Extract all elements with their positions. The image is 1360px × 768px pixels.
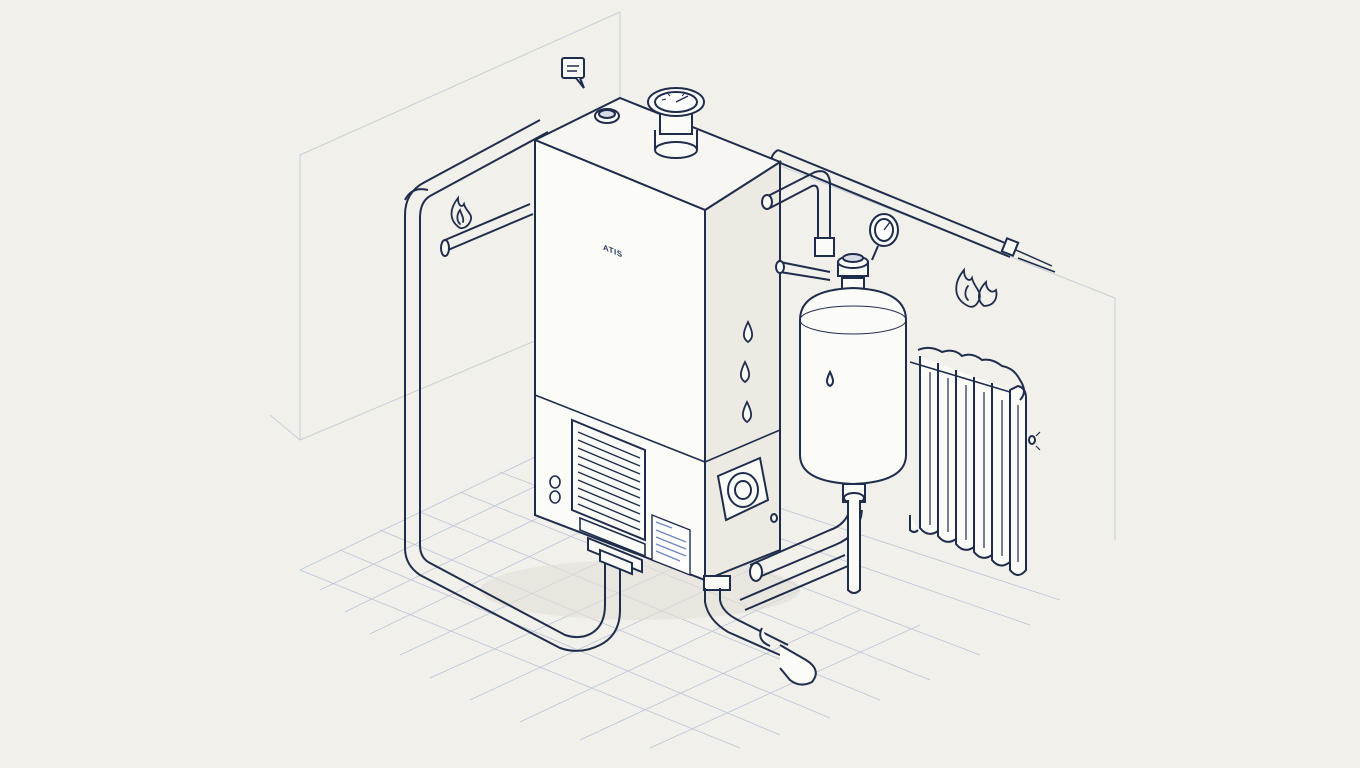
rating-plate	[651, 513, 691, 577]
pressure-gauge-icon	[869, 213, 899, 261]
flame-icon	[955, 267, 998, 308]
vent-grille	[571, 418, 646, 542]
top-vent-cap	[594, 108, 620, 124]
left-gas-branch	[440, 203, 534, 257]
boiler-lower-panel	[534, 394, 781, 463]
bottom-slot	[579, 516, 646, 558]
wall-pipe-right	[770, 149, 1056, 273]
control-buttons	[549, 475, 561, 504]
flame-icon	[450, 195, 472, 230]
floor-grid	[299, 444, 1061, 749]
speech-bubble-icon	[561, 57, 585, 89]
drain-pipe	[704, 588, 817, 686]
left-supply-pipe	[404, 119, 621, 652]
water-drop-icon	[739, 319, 754, 424]
pressure-gauge-icon	[647, 87, 705, 159]
expansion-tank	[799, 253, 907, 594]
radiator	[909, 346, 1041, 576]
control-dial-icon	[716, 456, 778, 523]
tank-supply-pipe	[761, 170, 835, 281]
bottom-fittings	[587, 536, 731, 591]
